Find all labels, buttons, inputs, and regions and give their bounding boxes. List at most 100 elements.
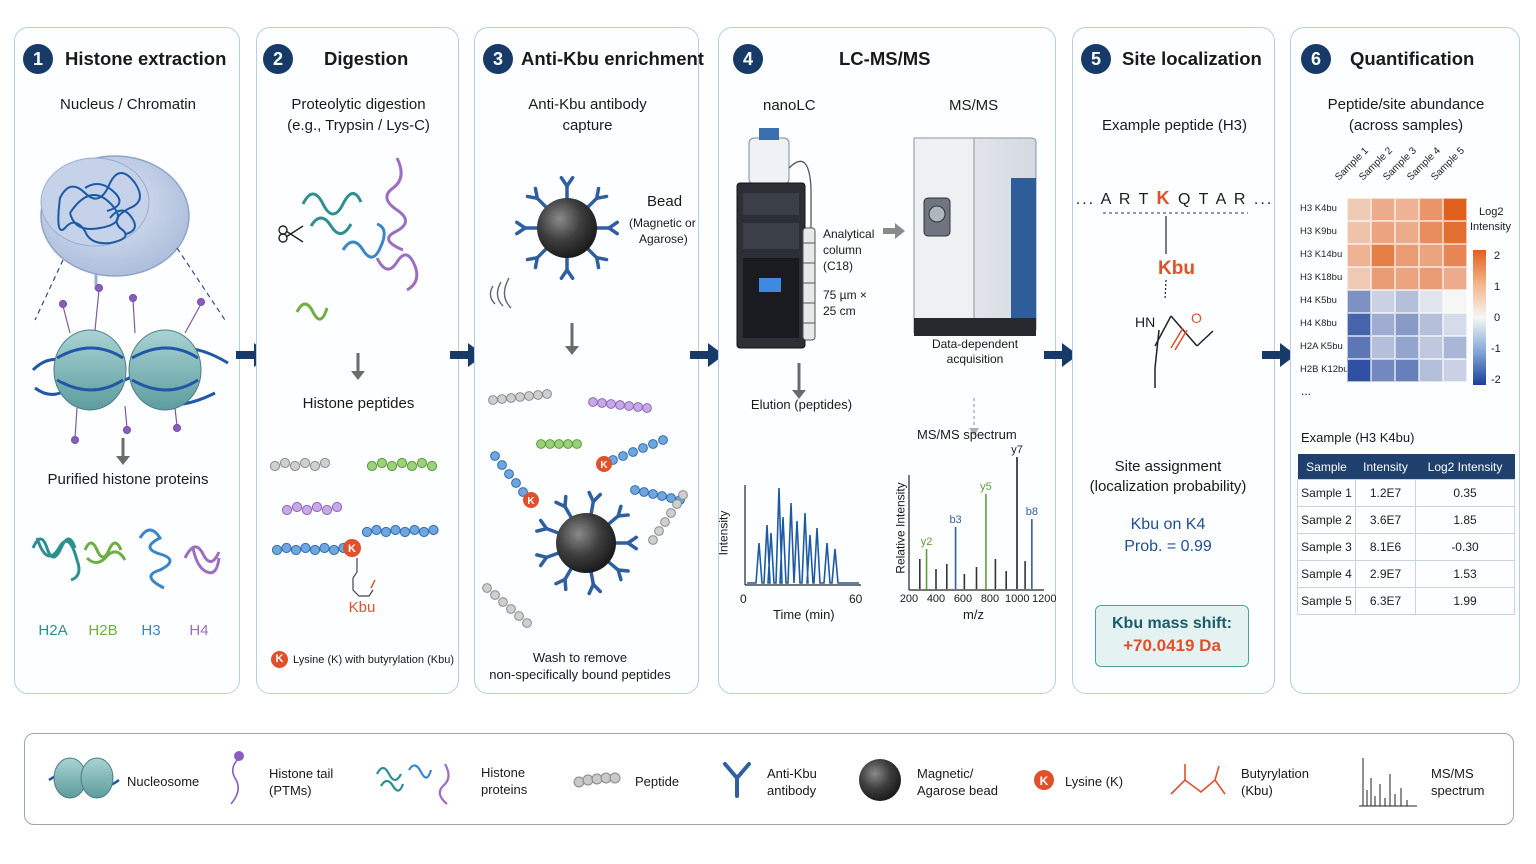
spectrum-title: MS/MS spectrum bbox=[917, 427, 1017, 442]
mz-tick-600: 600 bbox=[953, 593, 973, 605]
antibody-top-5 bbox=[525, 186, 548, 209]
scale-neg1: -1 bbox=[1491, 343, 1501, 355]
peptide-blue-2 bbox=[608, 435, 668, 465]
heatmap-row-label: H3 K14bu bbox=[1300, 249, 1343, 260]
heatmap-cell bbox=[1395, 198, 1419, 221]
antibody-top-1 bbox=[586, 247, 609, 270]
table-cell: Sample 2 bbox=[1297, 506, 1356, 534]
lysine-k-text-1: K bbox=[527, 496, 535, 507]
site-assignment-line2: (localization probability) bbox=[1089, 478, 1247, 495]
butyryl-carbonyl bbox=[370, 579, 376, 589]
panel-site-localization: 5 Site localization Example peptide (H3)… bbox=[1072, 27, 1275, 694]
purified-label: Purified histone proteins bbox=[47, 471, 209, 488]
heatmap-cell bbox=[1395, 359, 1419, 382]
instrument-illustration bbox=[736, 128, 1037, 436]
lysine-k-badge: K bbox=[271, 651, 288, 668]
lysine-k-marker-2 bbox=[596, 456, 612, 472]
heatmap-cell bbox=[1347, 359, 1371, 382]
arrow-3-4 bbox=[690, 343, 724, 367]
legend-spectrum-2: spectrum bbox=[1431, 783, 1485, 798]
heatmap-row-label: H3 K18bu bbox=[1300, 272, 1343, 283]
antibody-bottom-1 bbox=[607, 560, 630, 582]
antibody-top-0 bbox=[595, 220, 620, 236]
heatmap-cell bbox=[1371, 313, 1395, 336]
antibody-bottom-7 bbox=[587, 490, 603, 516]
scale-2: 2 bbox=[1494, 250, 1501, 262]
column-dim-1: 75 µm × bbox=[823, 288, 867, 302]
heatmap-cell bbox=[1419, 198, 1443, 221]
ion-label: y7 bbox=[1011, 444, 1023, 456]
lysine-k-marker-1 bbox=[523, 492, 539, 508]
col-sample: Sample bbox=[1297, 454, 1356, 480]
intensity-table: Sample Intensity Log2 Intensity Sample 1… bbox=[1297, 454, 1515, 615]
histone-h3: H3 bbox=[141, 622, 161, 639]
arrow-head bbox=[565, 346, 579, 355]
step-header: 1 Histone extraction bbox=[15, 44, 239, 76]
heatmap-cell bbox=[1419, 221, 1443, 244]
heatmap-cell bbox=[1395, 221, 1419, 244]
antibody-bottom-3 bbox=[554, 567, 573, 592]
chromatogram-xlabel: Time (min) bbox=[773, 607, 835, 622]
legend-spectrum-1: MS/MS bbox=[1431, 766, 1474, 781]
legend-lysine: Lysine (K) bbox=[1065, 774, 1124, 789]
table-cell: 1.85 bbox=[1415, 506, 1515, 534]
scale-0: 0 bbox=[1494, 312, 1501, 324]
legend-icons: K bbox=[48, 751, 1417, 807]
lysine-note: Lysine (K) with butyrylation (Kbu) bbox=[293, 654, 454, 666]
kbu-structure bbox=[1103, 212, 1248, 388]
table-header-row: Sample Intensity Log2 Intensity bbox=[1297, 454, 1515, 480]
panel-histone-extraction: 1 Histone extraction Nucleus / Chromatin bbox=[14, 27, 240, 694]
heatmap-cell bbox=[1395, 336, 1419, 359]
example-peptide-label: Example peptide (H3) bbox=[1101, 117, 1248, 134]
nucleus-illustration bbox=[31, 155, 229, 465]
heatmap-cell bbox=[1347, 198, 1371, 221]
antibody-top-2 bbox=[559, 256, 575, 281]
antibody-bottom-0 bbox=[614, 535, 639, 551]
heatmap-cell bbox=[1419, 267, 1443, 290]
chromatogram-x60: 60 bbox=[849, 592, 863, 606]
wash-line1: Wash to remove bbox=[532, 650, 628, 665]
sequence-modified-k: K bbox=[1156, 188, 1172, 208]
step-number: 6 bbox=[1301, 44, 1331, 74]
heatmap-cell bbox=[1419, 313, 1443, 336]
histone-h2a: H2A bbox=[38, 622, 68, 639]
table-cell: 3.6E7 bbox=[1355, 506, 1416, 534]
heatmap-row-label: H4 K5bu bbox=[1300, 295, 1337, 306]
magnet-waves bbox=[489, 277, 512, 309]
legend-peptide: Peptide bbox=[635, 774, 680, 789]
ion-label: b3 bbox=[949, 514, 961, 526]
heatmap-legend-title-2: Intensity bbox=[1470, 221, 1511, 233]
heatmap-cell bbox=[1371, 221, 1395, 244]
example-table-title: Example (H3 K4bu) bbox=[1301, 430, 1415, 445]
legend-box: K Nucleosome Histone tail (PTMs) Histone… bbox=[24, 733, 1514, 825]
spectrum-xlabel: m/z bbox=[963, 607, 984, 622]
chromatogram-x0: 0 bbox=[740, 592, 747, 606]
legend-title-text: Log2 bbox=[1479, 206, 1504, 218]
table-cell: 0.35 bbox=[1415, 479, 1515, 507]
bead-label-3: Agarose) bbox=[639, 232, 688, 246]
histone-h2b: H2B bbox=[88, 622, 118, 639]
peptide-sequence: ... A R T K Q T A R ... bbox=[1073, 188, 1276, 209]
heatmap-cell bbox=[1347, 221, 1371, 244]
step-number: 2 bbox=[263, 44, 293, 74]
heatmap-cell bbox=[1371, 336, 1395, 359]
step-header: 3 Anti-Kbu enrichment bbox=[475, 44, 704, 76]
heatmap-cell bbox=[1419, 244, 1443, 267]
mz-tick-400: 400 bbox=[926, 593, 946, 605]
digestion-line2: (e.g., Trypsin / Lys-C) bbox=[287, 117, 430, 134]
nucleosome-icon bbox=[48, 757, 120, 799]
lysine-k-text: K bbox=[348, 543, 356, 555]
col-intensity: Intensity bbox=[1355, 454, 1416, 480]
ion-label: y5 bbox=[980, 481, 992, 493]
amide-hn: HN bbox=[1135, 314, 1156, 330]
heatmap-legend-title-1: Log2 bbox=[1479, 206, 1503, 218]
bead-bottom bbox=[556, 513, 616, 573]
panel-digestion: 2 Digestion Proteolytic digestion (e.g.,… bbox=[256, 27, 459, 694]
table-cell: Sample 1 bbox=[1297, 479, 1356, 507]
lysine-icon bbox=[1034, 770, 1054, 790]
lysine-k-marker bbox=[343, 539, 361, 557]
peptide-gray-3 bbox=[648, 490, 688, 545]
